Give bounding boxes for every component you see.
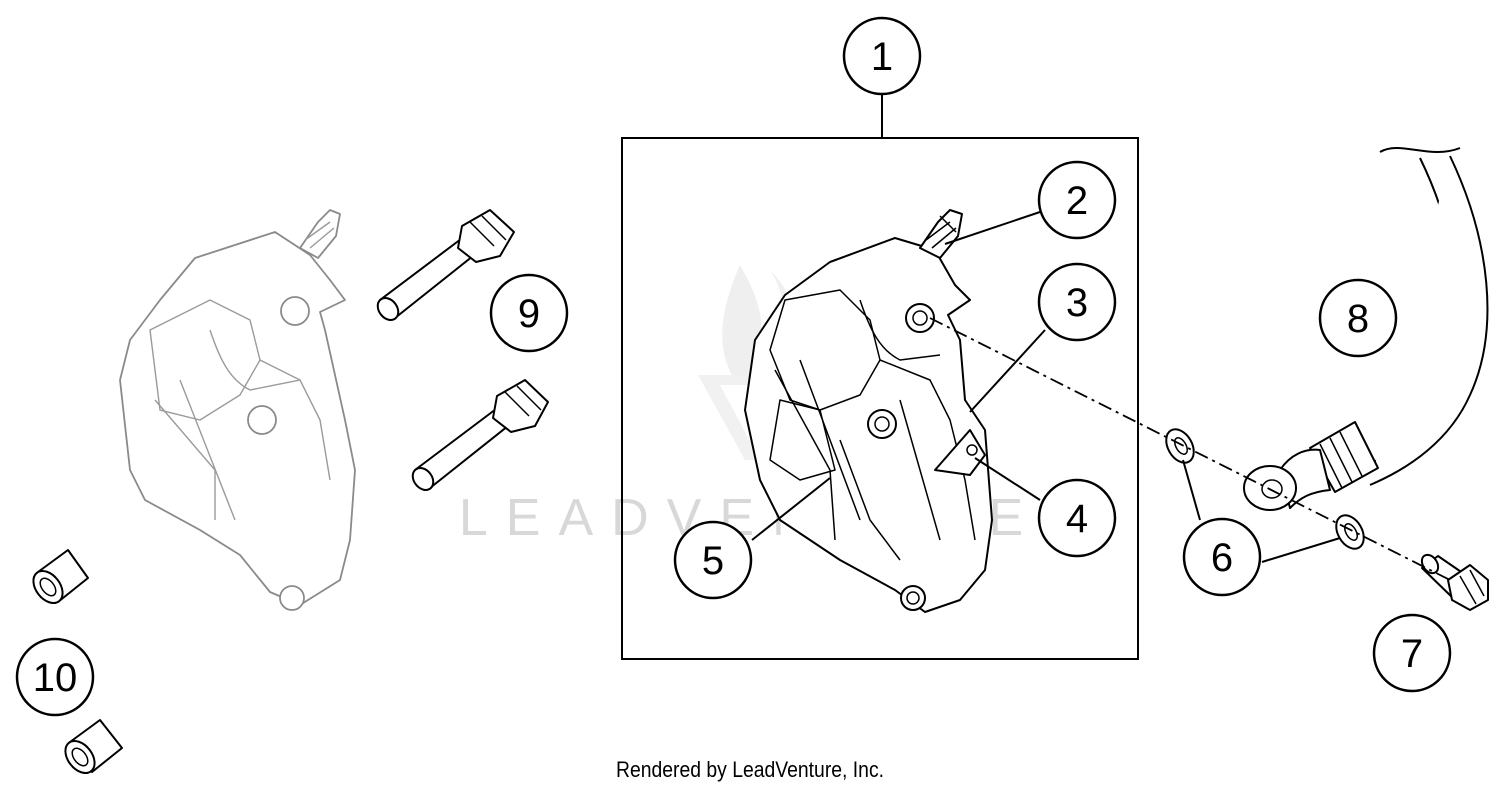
- banjo-bolt: [1420, 553, 1489, 611]
- svg-text:2: 2: [1066, 179, 1088, 223]
- caliper-bolt-upper: [376, 209, 515, 321]
- brake-hose: [1243, 147, 1489, 511]
- svg-text:5: 5: [702, 539, 724, 583]
- callout-8: 8: [1318, 278, 1398, 358]
- callout-1: 1: [842, 16, 922, 96]
- leader-3: [969, 329, 1046, 413]
- bleeder-valve: [919, 209, 963, 259]
- caliper-bolt-lower: [411, 379, 549, 491]
- svg-text:7: 7: [1401, 632, 1423, 676]
- leader-6b: [1261, 537, 1341, 563]
- leader-4: [974, 457, 1041, 501]
- svg-text:8: 8: [1347, 297, 1369, 341]
- svg-text:10: 10: [33, 656, 78, 700]
- footer-credit: Rendered by LeadVenture, Inc.: [615, 757, 885, 782]
- callout-5: 5: [673, 520, 753, 600]
- kit-box: [621, 137, 1139, 660]
- callout-2: 2: [1037, 160, 1117, 240]
- assembly-axis-line: [929, 317, 1451, 581]
- sealing-washer-lower: [1335, 514, 1365, 550]
- brake-caliper-main: [744, 237, 993, 613]
- callout-10: 10: [15, 637, 95, 717]
- caliper-assembly-left: [119, 209, 356, 611]
- callout-7: 7: [1372, 613, 1452, 693]
- leader-5: [751, 477, 831, 541]
- sealing-washer-upper: [1165, 428, 1195, 464]
- spacer-bushing-upper: [32, 549, 89, 604]
- svg-text:9: 9: [518, 292, 540, 336]
- svg-text:4: 4: [1066, 497, 1088, 541]
- leader-6a: [1182, 459, 1201, 521]
- svg-text:1: 1: [871, 35, 893, 79]
- svg-text:3: 3: [1066, 281, 1088, 325]
- callout-4: 4: [1037, 478, 1117, 558]
- callout-6: 6: [1182, 517, 1262, 597]
- callout-9: 9: [489, 273, 569, 353]
- callout-3: 3: [1037, 262, 1117, 342]
- leader-2: [944, 211, 1041, 245]
- svg-text:6: 6: [1211, 536, 1233, 580]
- spacer-bushing-lower: [64, 719, 123, 774]
